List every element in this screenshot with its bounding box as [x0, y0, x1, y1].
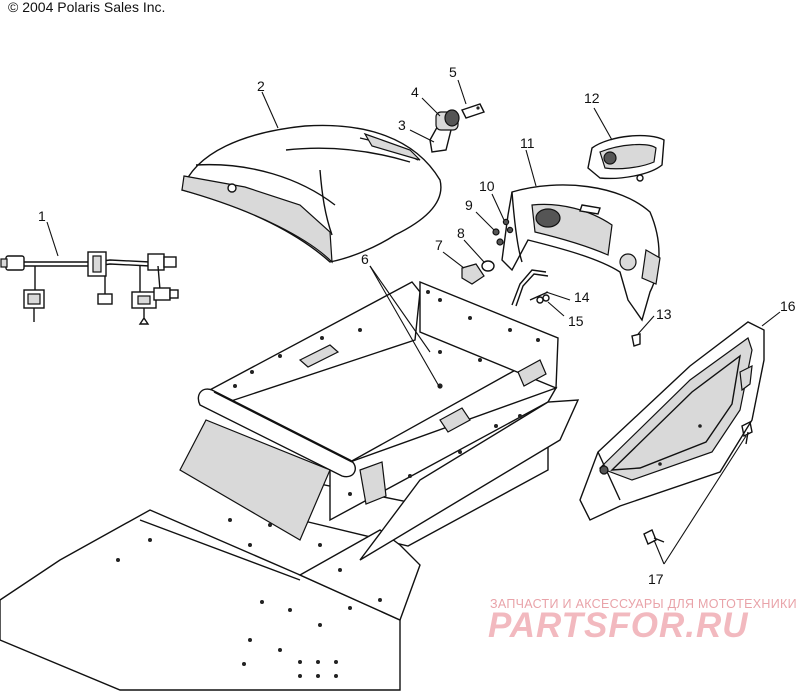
copyright-notice: © 2004 Polaris Sales Inc. — [8, 0, 166, 15]
callout-11: 11 — [520, 135, 535, 151]
callout-17: 17 — [648, 571, 664, 587]
part-storage-lid — [181, 124, 442, 264]
part-lock-assembly — [429, 103, 485, 153]
part-storage-tub — [0, 280, 580, 691]
watermark-logo: PARTSFOR.RU — [488, 606, 749, 645]
callout-7: 7 — [435, 237, 443, 253]
part-support-rod — [511, 269, 641, 347]
watermark-subtitle: ЗАПЧАСТИ И АКСЕССУАРЫ ДЛЯ МОТОТЕХНИКИ — [490, 597, 797, 611]
callout-15: 15 — [568, 313, 584, 329]
callout-9: 9 — [465, 197, 473, 213]
callout-3: 3 — [398, 117, 406, 133]
callout-16: 16 — [780, 298, 796, 314]
part-wiring-harness — [0, 251, 179, 325]
leader-lines — [46, 79, 781, 565]
callout-2: 2 — [257, 78, 265, 94]
part-side-panel — [579, 321, 765, 521]
part-screws — [643, 420, 753, 545]
callout-5: 5 — [449, 64, 457, 80]
part-rear-hood — [501, 184, 661, 322]
part-tail-light — [587, 134, 665, 182]
callout-4: 4 — [411, 84, 419, 100]
callout-8: 8 — [457, 225, 465, 241]
callout-12: 12 — [584, 90, 600, 106]
callout-14: 14 — [574, 289, 590, 305]
callout-1: 1 — [38, 208, 46, 224]
callout-6: 6 — [361, 251, 369, 267]
callout-10: 10 — [479, 178, 495, 194]
callout-numbers: 1 2 3 4 5 6 7 8 9 10 11 12 13 14 15 16 1… — [38, 64, 796, 587]
part-small-hardware — [461, 218, 514, 285]
callout-13: 13 — [656, 306, 672, 322]
